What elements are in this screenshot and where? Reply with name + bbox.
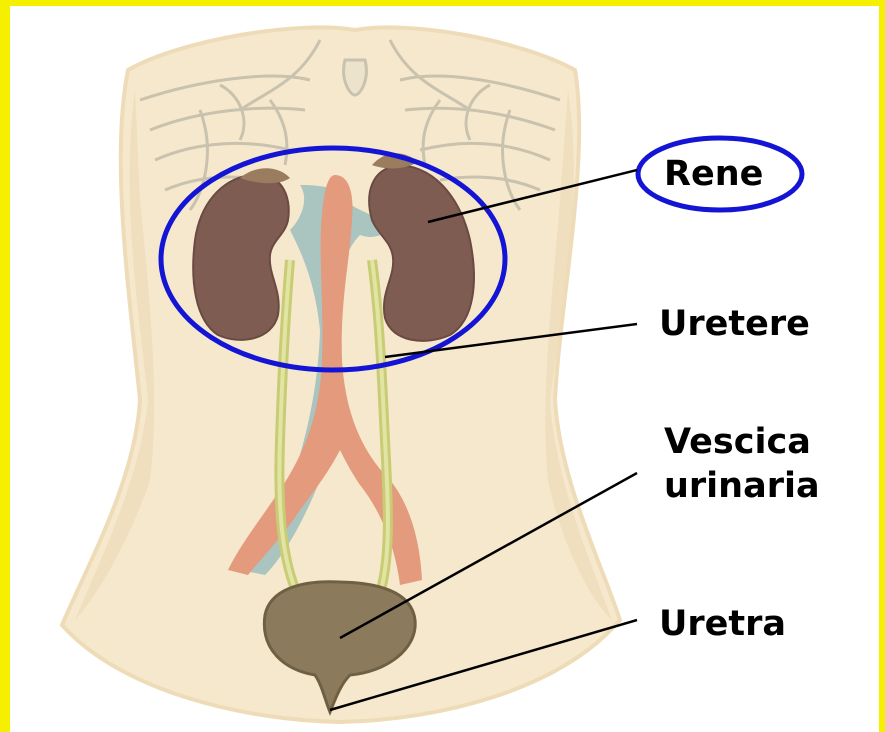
label-vescica-urinaria: Vescica urinaria xyxy=(664,420,820,508)
label-uretere: Uretere xyxy=(659,304,810,344)
left-yellow-border xyxy=(0,0,10,732)
label-rene: Rene xyxy=(664,154,763,194)
label-vescica-line1: Vescica xyxy=(664,420,820,464)
top-yellow-border xyxy=(0,0,885,6)
right-yellow-border xyxy=(879,0,885,732)
label-vescica-line2: urinaria xyxy=(664,464,820,508)
label-uretra: Uretra xyxy=(659,604,786,644)
